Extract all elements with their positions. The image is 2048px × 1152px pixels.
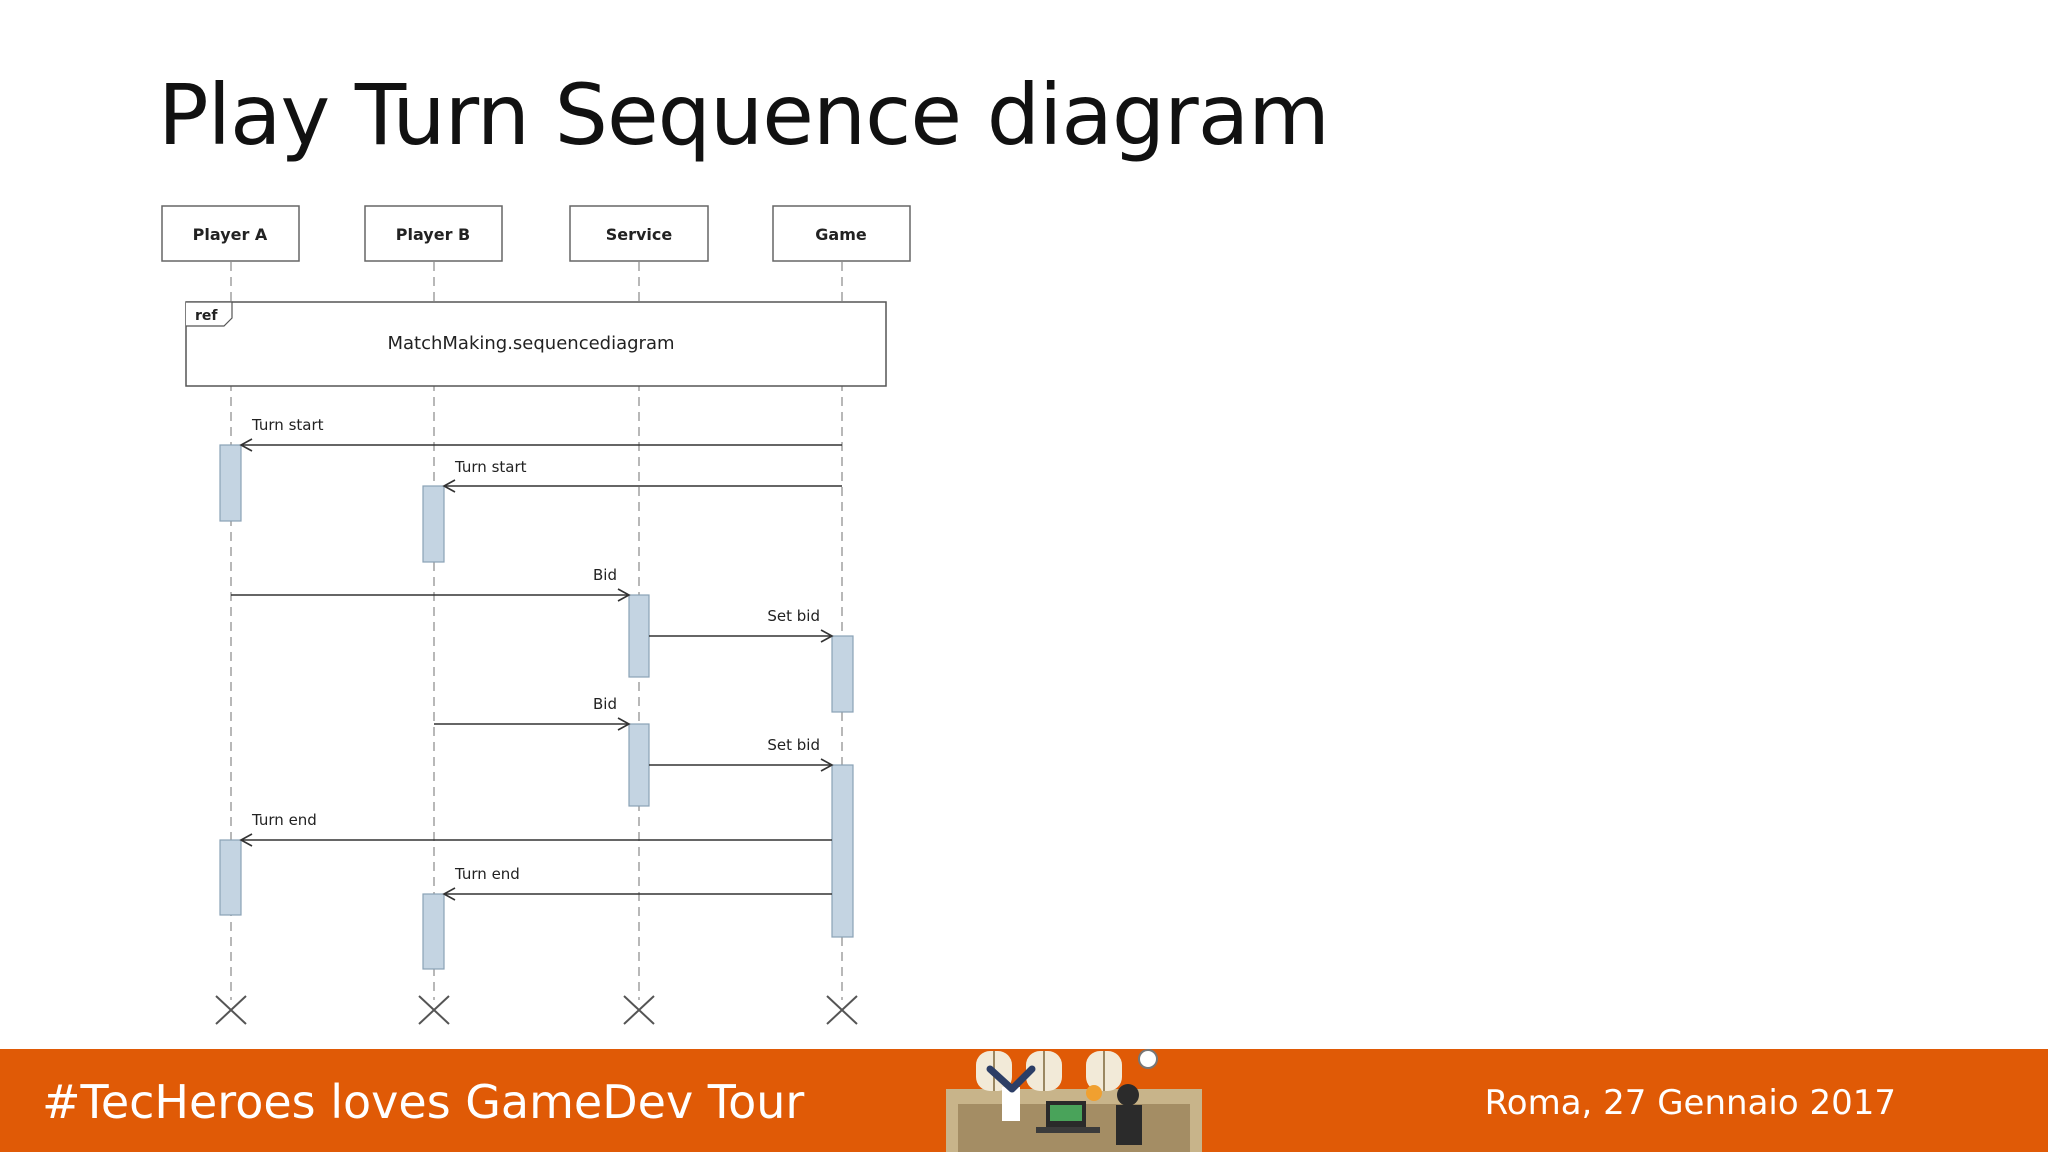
activation-player-a (219, 444, 242, 522)
lifeline-label-game: Game (815, 225, 867, 244)
footer-bar: #TecHeroes loves GameDev Tour Roma, 27 G… (0, 1049, 2048, 1152)
activation-service (628, 723, 650, 807)
footer-hashtag: #TecHeroes loves GameDev Tour (42, 1075, 805, 1129)
activation-player-a (219, 839, 242, 916)
activation-player-b (422, 485, 445, 563)
lifeline-head-service: Service (569, 205, 709, 262)
message-label: Turn start (454, 458, 527, 476)
slide-title: Play Turn Sequence diagram (158, 66, 1330, 164)
sequence-diagram: Player A Player B Service Game ref Match… (161, 205, 911, 1025)
lifeline-label-player-b: Player B (396, 225, 470, 244)
activation-game (831, 635, 854, 713)
message-label: Turn end (251, 811, 317, 829)
message-label: Turn end (454, 865, 520, 883)
destroy-icon (215, 995, 247, 1025)
message-label: Bid (593, 566, 617, 584)
message-label: Turn start (251, 416, 324, 434)
destroy-icon (418, 995, 450, 1025)
office-scene-illustration-icon (946, 1049, 1202, 1152)
ref-frame: ref MatchMaking.sequencediagram (185, 301, 887, 387)
destroy-icon (623, 995, 655, 1025)
lifeline-head-player-a: Player A (161, 205, 300, 262)
lifeline-label-player-a: Player A (193, 225, 268, 244)
message-label: Bid (593, 695, 617, 713)
lifeline-head-player-b: Player B (364, 205, 503, 262)
destroy-icon (826, 995, 858, 1025)
lifeline-head-game: Game (772, 205, 911, 262)
activation-game (831, 764, 854, 938)
activation-service (628, 594, 650, 678)
activation-player-b (422, 893, 445, 970)
ref-tag: ref (195, 308, 218, 324)
ref-label: MatchMaking.sequencediagram (387, 333, 674, 354)
footer-date: Roma, 27 Gennaio 2017 (1484, 1083, 1896, 1123)
message-label: Set bid (767, 607, 820, 625)
message-label: Set bid (767, 736, 820, 754)
lifeline-label-service: Service (606, 225, 673, 244)
